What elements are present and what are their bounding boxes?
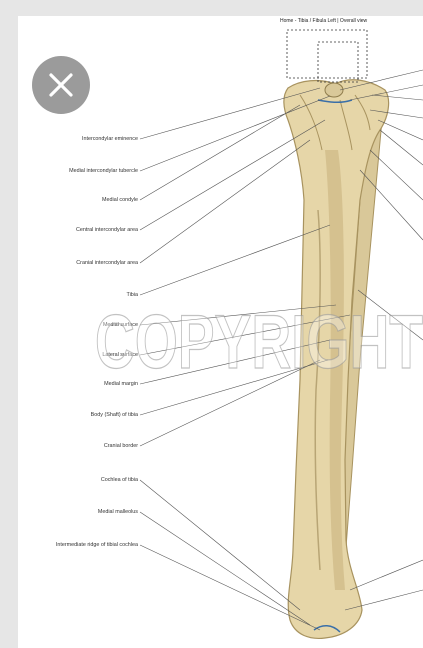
label-cochlea-of-tibia: Cochlea of tibia (18, 477, 138, 483)
label-cranial-border: Cranial border (18, 443, 138, 449)
label-medial-margin: Medial margin (18, 381, 138, 387)
label-cranial-intercondylar-area: Cranial intercondylar area (18, 260, 138, 266)
close-icon (32, 56, 90, 114)
label-medial-intercondylar-tubercle: Medial intercondylar tubercle (18, 168, 138, 174)
label-intermediate-ridge: Intermediate ridge of tibial cochlea (18, 542, 138, 548)
label-medial-condyle: Medial condyle (18, 197, 138, 203)
label-lateral-surface: Lateral surface (18, 352, 138, 358)
label-medial-malleolus: Medial malleolus (18, 509, 138, 515)
diagram-header[interactable]: Home - Tibia / Fibula Left | Overall vie… (280, 18, 367, 24)
close-button[interactable] (32, 56, 90, 114)
label-intercondylar-eminence: Intercondylar eminence (18, 136, 138, 142)
label-tibia: Tibia (18, 292, 138, 298)
label-central-intercondylar-area: Central intercondylar area (18, 227, 138, 233)
label-medial-surface: Medial surface (18, 322, 138, 328)
label-body-of-tibia: Body (Shaft) of tibia (18, 412, 138, 418)
